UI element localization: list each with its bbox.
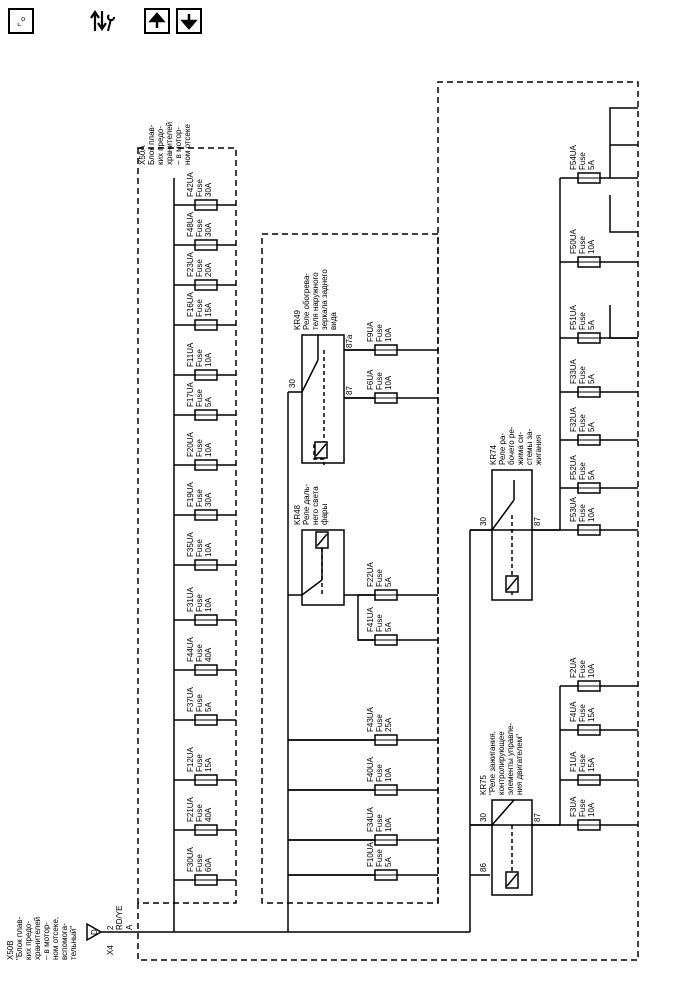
fuse-label: F40UAFuse10A — [366, 756, 393, 782]
fuse-label: F52UAFuse5A — [569, 454, 596, 480]
pin-a: A — [125, 924, 134, 930]
kr49-box — [301, 334, 345, 464]
fuse-label: F11UAFuse10A — [186, 342, 213, 367]
x50b-label: X50B"Блок плав-ких предо-хранителей– в м… — [6, 916, 78, 960]
kr49-label: KR49Реле обогрева-теля наружногозеркала … — [293, 269, 338, 330]
pin-number: 2 — [106, 925, 115, 930]
fuse-label: F33UAFuse5A — [569, 358, 596, 384]
x50a-label: X50AБлок плав-ких предо-хранителей– в мо… — [138, 122, 192, 165]
fuse-label: F48UAFuse30A — [186, 211, 213, 237]
fuse-label: F2UAFuse10A — [569, 657, 596, 678]
kr49-pin-30: 30 — [288, 379, 297, 388]
relay-labels: KR49Реле обогрева-теля наружногозеркала … — [288, 269, 543, 872]
kr75-box — [491, 799, 533, 896]
fuse-label: F16UAFuse15A — [186, 291, 213, 317]
x50a-box — [137, 147, 237, 904]
static-wiring — [100, 81, 639, 961]
kr74-pin-87: 87 — [533, 517, 542, 526]
fuse-label: F12UAFuse15A — [186, 746, 213, 772]
wiring-button[interactable] — [88, 4, 116, 38]
down-button[interactable] — [176, 8, 202, 34]
x4-label: X4 — [106, 945, 115, 955]
fuse-label: F20UAFuse10A — [186, 431, 213, 457]
arrow-down-icon — [180, 14, 198, 30]
fuse-label: F6UAFuse10A — [366, 369, 393, 390]
fuse-label: F9UAFuse10A — [366, 321, 393, 342]
fuse-label: F51UAFuse5A — [569, 304, 596, 330]
kr48-label: KR48Реле даль-него светафары — [293, 484, 329, 525]
kr74-label: KR74Реле ра-бочего ре-жима си-стемы за-ж… — [489, 426, 543, 465]
kr75-label: KR75"Реле зажигания,контролирующееэлемен… — [479, 723, 524, 795]
arrows-wrench-icon — [90, 10, 115, 32]
fuse-label: F10UAFuse5A — [366, 841, 393, 867]
kr75-pin-87: 87 — [533, 813, 542, 822]
fuse-label: F42UAFuse30A — [186, 171, 213, 197]
fuse-label: F1UAFuse15A — [569, 751, 596, 772]
home-corner-button[interactable]: ⌞o — [8, 8, 34, 34]
fuse-label: F21UAFuse40A — [186, 796, 213, 822]
outer-box — [137, 81, 639, 961]
kr75-pin-86: 86 — [479, 863, 488, 872]
kr75-pin-30: 30 — [479, 813, 488, 822]
connector-labels: X50B"Блок плав-ких предо-хранителей– в м… — [6, 122, 192, 960]
fuse-label: F53UAFuse10A — [569, 496, 596, 522]
fuse-label: F54UAFuse5A — [569, 144, 596, 170]
fuse-label: F35UAFuse10A — [186, 531, 213, 557]
corner-home-icon: ⌞o — [16, 16, 26, 27]
fuse-label: F50UAFuse10A — [569, 228, 596, 254]
connector-triangle — [86, 922, 103, 942]
kr74-box — [491, 469, 533, 601]
kr48-box — [301, 529, 345, 606]
fuse-label: F37UAFuse5A — [186, 686, 213, 712]
fuse-label: F34UAFuse10A — [366, 806, 393, 832]
fuse-label: F30UAFuse60A — [186, 846, 213, 872]
kr49-pin-87: 87 — [345, 386, 354, 395]
wire-color: RD/YE — [115, 906, 124, 930]
fuse-label: F41UAFuse5A — [366, 606, 393, 632]
fuse-label: F4UAFuse15A — [569, 701, 596, 722]
fuse-layer: F30UAFuse60A F21UAFuse40A F12UAFuse15A F37U… — [174, 144, 638, 886]
up-button[interactable] — [144, 8, 170, 34]
fuse-label: F19UAFuse30A — [186, 481, 213, 507]
fuse-label: F44UAFuse40A — [186, 636, 213, 662]
fuse-label: F17UAFuse5A — [186, 381, 213, 407]
kr74-pin-30: 30 — [479, 517, 488, 526]
fuse-label: F32UAFuse5A — [569, 406, 596, 432]
triangle-letter: D — [90, 929, 99, 935]
fuse-label: F23UAFuse20A — [186, 251, 213, 277]
arrow-up-icon — [148, 12, 166, 28]
kr49-pin-87a: 87a — [345, 334, 354, 348]
fuse-label: F3UAFuse10A — [569, 796, 596, 817]
fuse-label: F22UAFuse5A — [366, 561, 393, 587]
fuse-label: F31UAFuse10A — [186, 586, 213, 612]
fuse-label: F43UAFuse25A — [366, 706, 393, 732]
